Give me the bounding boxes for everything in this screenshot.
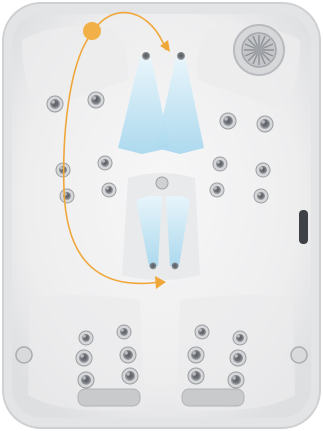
water-jet-nozzle-icon [82,334,90,342]
water-jet-highlight [258,193,261,196]
water-jet-nozzle-icon [191,371,201,381]
water-jet-nozzle-icon [259,166,267,174]
water-jet-highlight [237,335,240,338]
water-jet-nozzle-icon [50,99,60,109]
water-jet-icon [172,263,179,270]
water-jet-nozzle-icon [260,119,270,129]
water-jet-nozzle-icon [213,186,221,194]
water-jet-highlight [124,351,128,355]
water-jet-highlight [60,167,63,170]
seat-pillow-icon [78,389,140,406]
water-jet-highlight [232,376,236,380]
water-jet-highlight [92,96,96,100]
water-jet-nozzle-icon [91,95,101,105]
water-jet-highlight [102,160,105,163]
water-jet-nozzle-icon [120,328,128,336]
water-jet-icon [142,52,150,60]
water-jet-nozzle-icon [123,350,133,360]
flow-origin-dot-icon [83,22,101,40]
seat-pillow-icon [182,389,244,406]
water-jet-highlight [217,161,220,164]
water-jet-nozzle-icon [79,353,89,363]
water-jet-highlight [192,372,196,376]
water-jet-nozzle-icon [125,371,135,381]
water-jet-highlight [126,372,130,376]
water-jet-highlight [224,117,228,121]
water-jet-nozzle-icon [233,353,243,363]
water-jet-highlight [106,187,109,190]
water-jet-icon [156,177,168,189]
water-jet-highlight [82,376,86,380]
water-jet-nozzle-icon [191,350,201,360]
water-jet-highlight [260,167,263,170]
water-jet-highlight [199,329,202,332]
water-jet-highlight [261,120,265,124]
corner-light-icon [16,347,32,363]
water-jet-nozzle-icon [223,116,233,126]
water-jet-highlight [192,351,196,355]
water-jet-nozzle-icon [105,186,113,194]
water-jet-nozzle-icon [231,375,241,385]
water-jet-nozzle-icon [216,160,224,168]
water-jet-highlight [83,335,86,338]
water-jet-nozzle-icon [101,159,109,167]
filter-skimmer-icon [234,25,284,75]
water-jet-highlight [80,354,84,358]
water-jet-highlight [121,329,124,332]
water-jet-highlight [51,100,55,104]
water-jet-nozzle-icon [257,192,265,200]
water-jet-highlight [214,187,217,190]
water-jet-nozzle-icon [81,375,91,385]
corner-light-icon [291,347,307,363]
water-jet-nozzle-icon [198,328,206,336]
water-jet-nozzle-icon [236,334,244,342]
water-jet-highlight [234,354,238,358]
control-panel-icon [299,210,308,244]
water-jet-icon [177,52,185,60]
water-jet-icon [150,263,157,270]
